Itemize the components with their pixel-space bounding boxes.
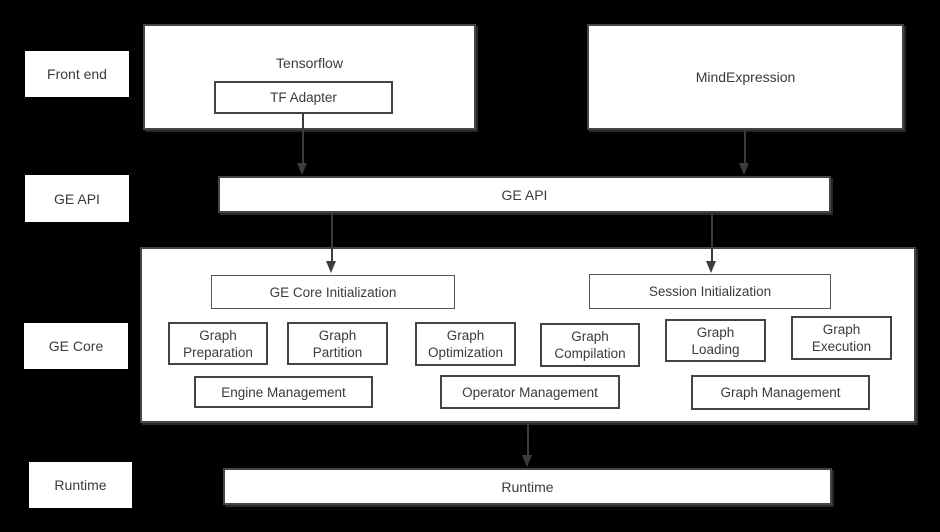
graph-loading-box: Graph Loading	[665, 319, 766, 362]
row-label-front-end: Front end	[25, 51, 129, 97]
runtime-bar: Runtime	[223, 468, 832, 505]
graph-partition-box: Graph Partition	[287, 322, 388, 365]
arrow-ge-core-to-runtime	[522, 423, 533, 467]
arrow-head-icon	[522, 455, 532, 467]
session-initialization-box: Session Initialization	[589, 274, 831, 309]
graph-optimization-box: Graph Optimization	[415, 322, 516, 366]
arrow-head-icon	[326, 261, 336, 273]
arrow-ge-api-to-session-initialization	[706, 213, 717, 273]
tf-adapter-box: TF Adapter	[214, 81, 393, 114]
arrow-shaft	[330, 213, 333, 262]
operator-management-box: Operator Management	[440, 375, 620, 409]
graph-compilation-box: Graph Compilation	[540, 323, 640, 367]
arrow-shaft	[301, 114, 304, 164]
arrow-ge-api-to-ge-core-initialization	[326, 213, 337, 273]
row-label-runtime: Runtime	[29, 462, 132, 508]
graph-management-box: Graph Management	[691, 375, 870, 410]
graph-execution-box: Graph Execution	[791, 316, 892, 360]
graph-preparation-box: Graph Preparation	[168, 322, 268, 365]
ge-api-bar: GE API	[218, 176, 831, 213]
arrow-tf-adapter-to-ge-api	[297, 114, 308, 175]
arrow-shaft	[743, 130, 746, 164]
row-label-ge-core: GE Core	[24, 323, 128, 369]
arrow-head-icon	[297, 163, 307, 175]
mindexpression-box: MindExpression	[587, 24, 904, 130]
arrow-shaft	[710, 213, 713, 262]
arrow-head-icon	[739, 163, 749, 175]
arrow-mindexpression-to-ge-api	[739, 130, 750, 175]
arrow-head-icon	[706, 261, 716, 273]
arrow-shaft	[526, 423, 529, 456]
engine-management-box: Engine Management	[194, 376, 373, 408]
row-label-ge-api: GE API	[25, 175, 129, 222]
tensorflow-box	[143, 24, 476, 130]
tensorflow-label: Tensorflow	[276, 55, 343, 71]
ge-core-initialization-box: GE Core Initialization	[211, 275, 455, 309]
